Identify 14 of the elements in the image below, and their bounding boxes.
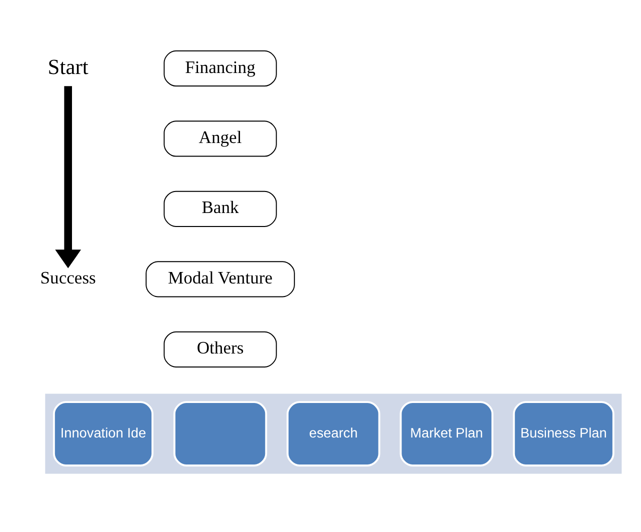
node-box: Others	[164, 331, 277, 368]
node-box: Financing	[164, 50, 277, 86]
arrow	[55, 86, 82, 268]
node-box: Modal Venture	[146, 261, 295, 298]
node-box: Angel	[164, 120, 277, 157]
node-text: Success	[40, 267, 96, 288]
cluster	[45, 394, 622, 474]
node-text: Start	[48, 54, 88, 79]
node-box: Market Plan	[400, 401, 494, 466]
node-box: esearch	[286, 401, 380, 466]
node-box	[173, 401, 268, 466]
node-box: Bank	[164, 190, 277, 227]
node-box: Business Plan	[512, 401, 614, 466]
node-box: Innovation Ide	[52, 401, 154, 466]
